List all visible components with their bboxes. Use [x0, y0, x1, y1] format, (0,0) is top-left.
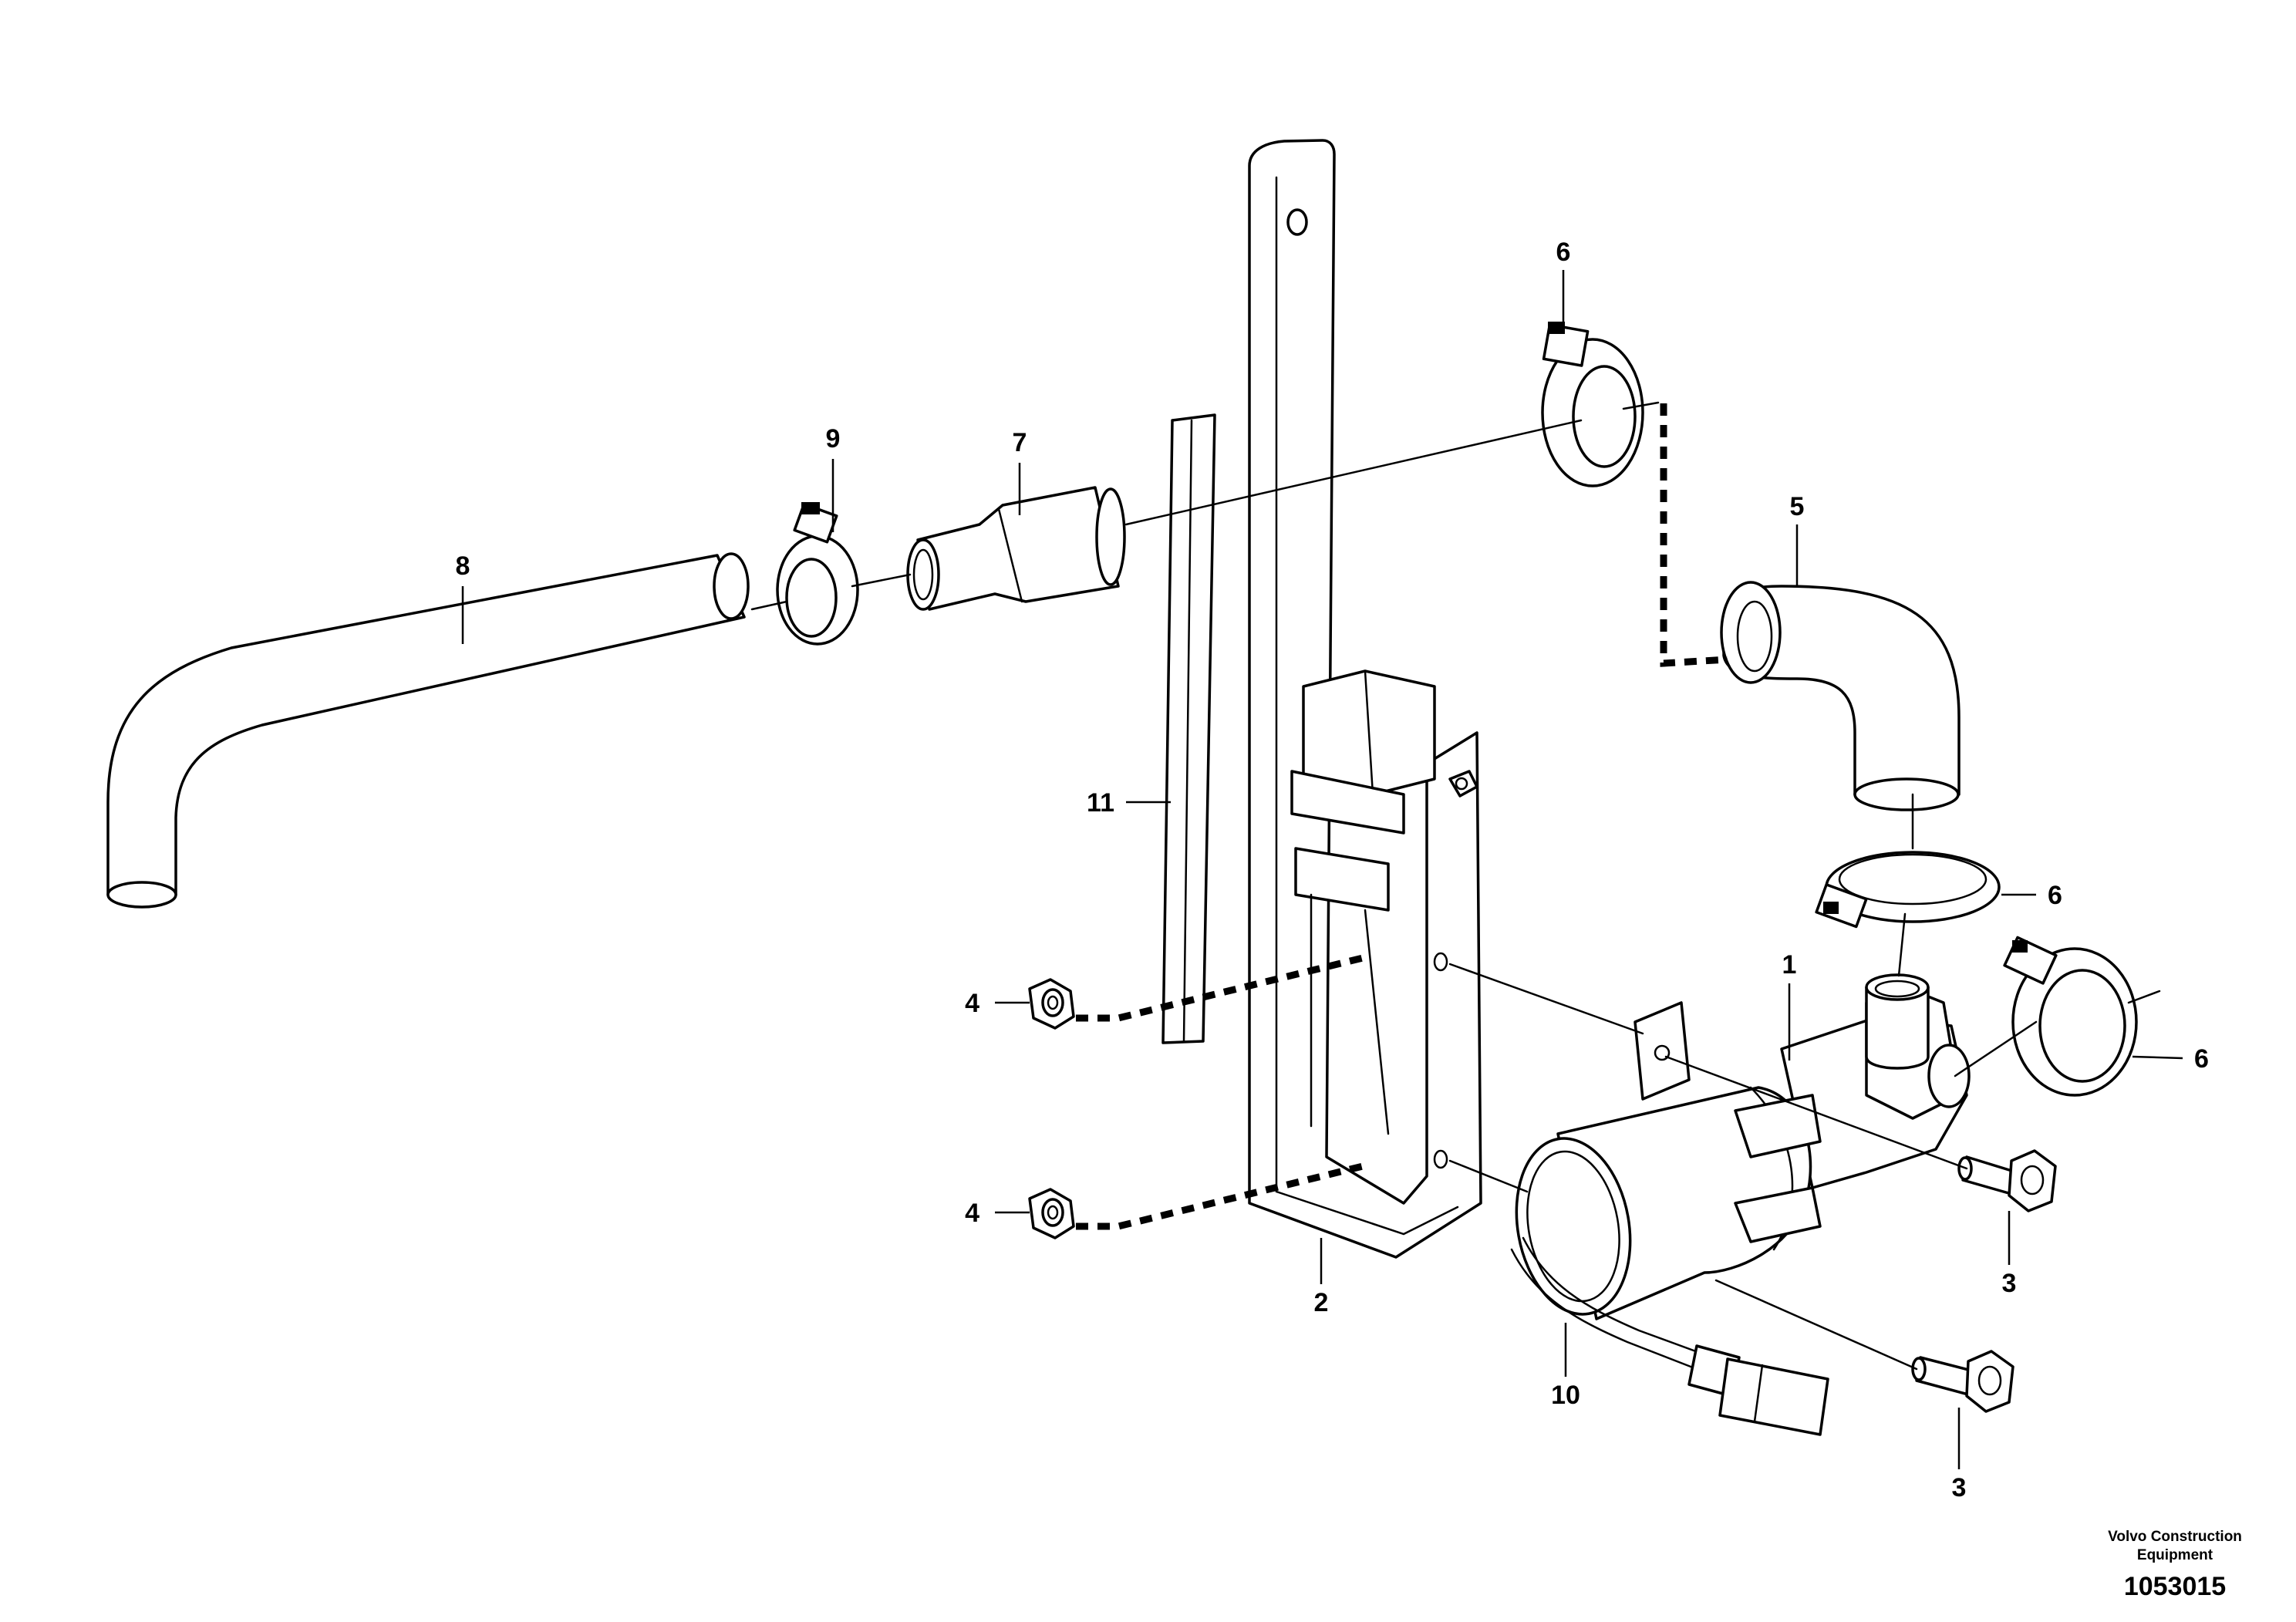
brand-line-1: Volvo Construction: [2108, 1529, 2242, 1545]
callout-8: 8: [456, 551, 470, 581]
callout-4-lower: 4: [965, 1199, 979, 1228]
callout-11: 11: [1087, 788, 1114, 818]
part-6-hose-clamp-right: [2003, 936, 2138, 1097]
part-5-elbow-hose: [1720, 581, 1961, 811]
callout-9: 9: [826, 424, 841, 454]
brand-line-2: Equipment: [2137, 1547, 2213, 1563]
part-3-bolt-upper: [1957, 1149, 2057, 1212]
part-2-bracket: [1248, 139, 1482, 1259]
part-6-hose-clamp-middle: [1815, 851, 2001, 929]
part-6-hose-clamp-top: [1541, 322, 1644, 487]
document-number: 1053015: [2124, 1572, 2226, 1601]
part-4-flange-nut-upper: [1028, 978, 1075, 1030]
part-1-coolant-pump: [1515, 973, 1971, 1320]
part-9-hose-clamp: [776, 502, 859, 646]
callout-3-lower: 3: [1952, 1473, 1967, 1502]
dashed-paths: [1076, 403, 1728, 1230]
callout-5: 5: [1790, 492, 1805, 521]
part-11-rubber-strip: [1161, 413, 1216, 1044]
assembly-lines: [750, 401, 2161, 1371]
leader-lines: [461, 270, 2183, 1469]
part-7-pipe-nipple: [906, 486, 1126, 611]
part-8-hose: [106, 552, 750, 909]
footer: Volvo Construction Equipment 1053015: [2108, 1529, 2242, 1601]
callout-4-upper: 4: [965, 989, 979, 1018]
callout-1: 1: [1782, 950, 1797, 980]
callout-labels: 8 9 7 11 6 5 6 6 1 4 4 2 10 3 3: [456, 238, 2209, 1502]
callout-6-top: 6: [1556, 238, 1571, 267]
callout-7: 7: [1013, 428, 1027, 457]
part-4-flange-nut-lower: [1028, 1188, 1075, 1239]
part-3-bolt-lower: [1911, 1350, 2014, 1413]
callout-6-middle: 6: [2048, 881, 2062, 910]
callout-6-right: 6: [2194, 1044, 2209, 1074]
callout-2: 2: [1314, 1288, 1329, 1317]
callout-3-upper: 3: [2002, 1269, 2017, 1298]
callout-10: 10: [1551, 1381, 1580, 1410]
relay-block: [1290, 669, 1436, 1135]
part-10-cable-harness: [1510, 1236, 1829, 1436]
